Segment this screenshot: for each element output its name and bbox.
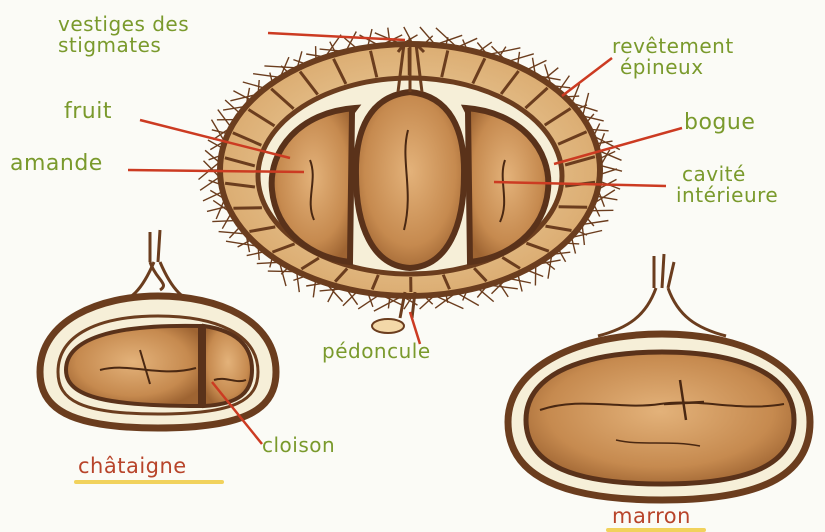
label-marron: marron <box>612 506 691 527</box>
label-cavite-line1: cavité <box>676 164 778 185</box>
husk-cell-wall <box>233 208 262 209</box>
label-cavite-interieure: cavité intérieure <box>676 164 778 206</box>
label-amande: amande <box>10 153 103 174</box>
label-revetement-line2: épineux <box>612 57 734 78</box>
label-vestiges-line1: vestiges des <box>58 14 189 35</box>
label-pedoncule: pédoncule <box>322 341 431 362</box>
marron-underline <box>606 528 706 532</box>
chataigne-illustration <box>40 230 276 428</box>
label-chataigne: châtaigne <box>78 456 187 477</box>
label-revetement-epineux: revêtement épineux <box>612 36 734 78</box>
label-vestiges-line2: stigmates <box>58 35 189 56</box>
bogue-cross-section <box>199 27 623 333</box>
chataigne-underline <box>74 480 224 484</box>
label-vestiges-des-stigmates: vestiges des stigmates <box>58 14 189 56</box>
label-bogue: bogue <box>684 112 755 133</box>
label-cavite-line2: intérieure <box>676 185 778 206</box>
label-cloison: cloison <box>262 435 335 456</box>
label-revetement-line1: revêtement <box>612 36 734 57</box>
fruit-center <box>356 92 464 268</box>
label-fruit: fruit <box>64 101 112 122</box>
marron-illustration <box>508 254 810 500</box>
